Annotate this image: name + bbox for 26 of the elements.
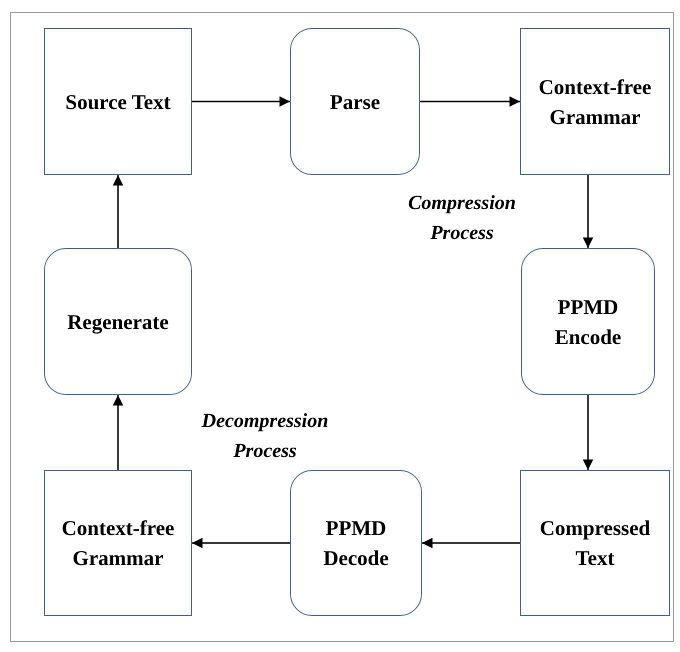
node-label: Parse <box>330 88 380 116</box>
arrow <box>112 395 124 470</box>
rounded-process-box <box>290 28 420 175</box>
process-box <box>520 470 670 616</box>
node-label: Compressed Text <box>538 515 652 572</box>
process-label: Decompression Process <box>200 409 330 464</box>
rounded-process-box <box>290 470 422 616</box>
arrow <box>422 538 520 548</box>
arrow <box>582 175 594 248</box>
node-label: PPMD Decode <box>322 515 390 572</box>
process-box <box>44 28 192 175</box>
process-label: Compression Process <box>407 191 517 246</box>
node-label: Regenerate <box>67 308 169 336</box>
arrow <box>192 96 290 107</box>
node-label: PPMD Encode <box>554 294 622 350</box>
arrow <box>192 538 290 548</box>
node-label: Context-free Grammar <box>60 515 176 572</box>
rounded-process-box <box>44 248 192 395</box>
rounded-process-box <box>521 248 655 395</box>
arrow <box>112 175 124 248</box>
process-box <box>44 470 192 616</box>
node-label: Context-free Grammar <box>538 74 652 130</box>
node-label: Source Text <box>65 88 171 116</box>
arrow <box>420 96 520 107</box>
process-box <box>520 28 670 175</box>
arrow <box>582 395 594 470</box>
